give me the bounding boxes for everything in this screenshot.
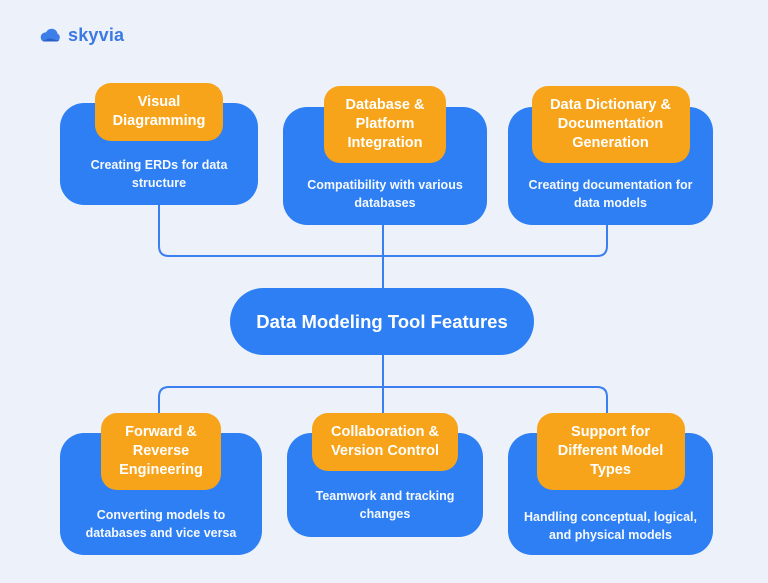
feature-card-forward-reverse-engineering: Forward & Reverse Engineering Converting…: [60, 413, 262, 555]
skyvia-logo: skyvia: [38, 25, 124, 46]
feature-card-data-dictionary-documentation: Data Dictionary & Documentation Generati…: [508, 86, 713, 225]
feature-title: Forward & Reverse Engineering: [101, 413, 221, 490]
feature-description: Teamwork and tracking changes: [315, 488, 455, 521]
feature-description: Creating documentation for data models: [528, 178, 693, 210]
feature-card-visual-diagramming: Visual Diagramming Creating ERDs for dat…: [60, 83, 258, 205]
feature-title: Collaboration & Version Control: [312, 413, 458, 471]
feature-description: Compatibility with various databases: [307, 178, 463, 210]
feature-description: Creating ERDs for data structure: [90, 157, 228, 190]
feature-card-collaboration-version-control: Collaboration & Version Control Teamwork…: [287, 413, 483, 537]
feature-title: Visual Diagramming: [95, 83, 223, 141]
feature-card-database-platform-integration: Database & Platform Integration Compatib…: [283, 86, 487, 225]
center-node-title: Data Modeling Tool Features: [256, 310, 508, 332]
center-node: Data Modeling Tool Features: [230, 288, 534, 355]
feature-title: Database & Platform Integration: [324, 86, 446, 163]
feature-title: Data Dictionary & Documentation Generati…: [531, 86, 690, 163]
feature-card-support-model-types: Support for Different Model Types Handli…: [508, 413, 713, 555]
brand-name: skyvia: [68, 25, 125, 45]
feature-description: Handling conceptual, logical, and physic…: [524, 510, 697, 542]
feature-description: Converting models to databases and vice …: [85, 508, 237, 540]
feature-title: Support for Different Model Types: [536, 413, 685, 490]
cloud-icon: [38, 27, 62, 44]
